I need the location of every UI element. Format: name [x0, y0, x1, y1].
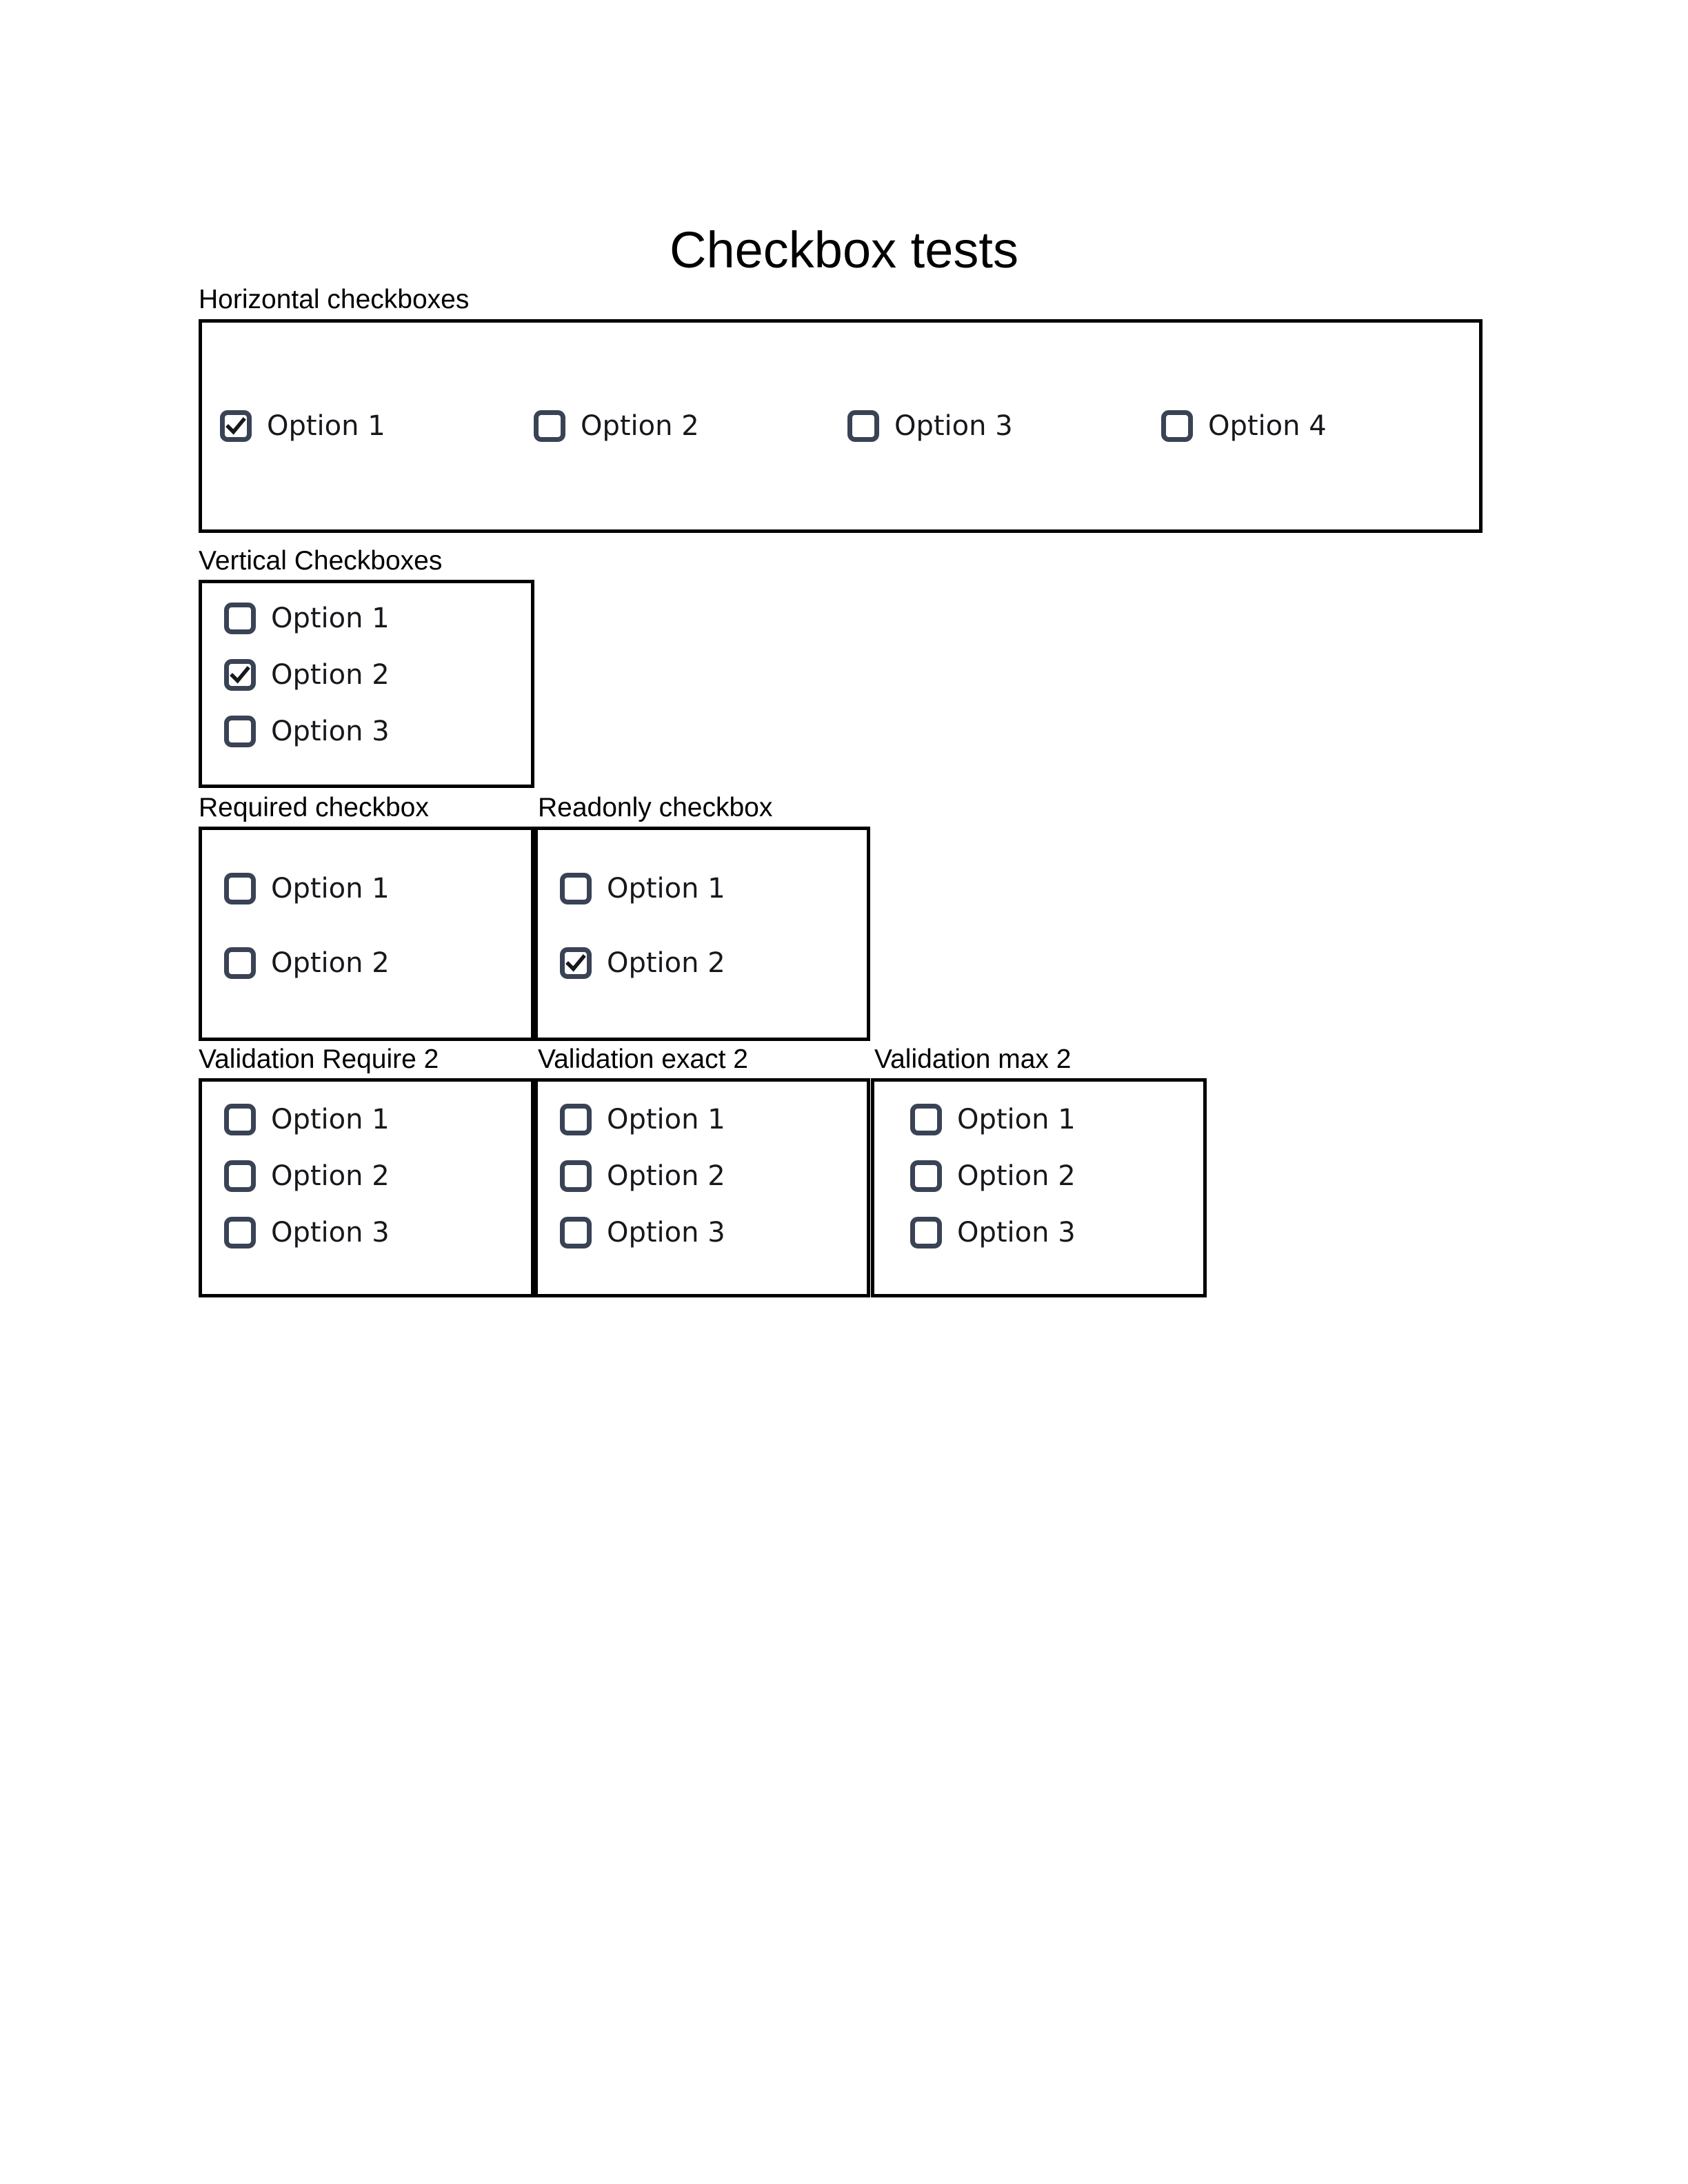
group-label-vertical-checkboxes: Vertical Checkboxes	[199, 546, 443, 576]
checkbox-item-vertical-option-3[interactable]: Option 3	[224, 716, 531, 747]
checkbox-item-required-option-1[interactable]: Option 1	[224, 873, 531, 904]
checkbox-item-validation-exact-2-option-3[interactable]: Option 3	[560, 1217, 867, 1248]
checkbox-item-validation-max-2-option-1[interactable]: Option 1	[910, 1104, 1203, 1135]
checkbox-validation-exact-2-option-2[interactable]	[560, 1160, 592, 1192]
group-box-validation-exact-2: Option 1 Option 2 Option 3	[534, 1078, 870, 1297]
checkbox-label-required-option-2: Option 2	[271, 947, 390, 979]
checkbox-item-validation-require-2-option-1[interactable]: Option 1	[224, 1104, 531, 1135]
checkbox-label-validation-max-2-option-2: Option 2	[957, 1160, 1076, 1192]
checkbox-label-vertical-option-3: Option 3	[271, 716, 390, 747]
group-box-horizontal-checkboxes: Option 1 Option 2 Option 3 Option 4	[199, 319, 1483, 533]
checkmark-icon	[230, 666, 250, 684]
checkbox-item-validation-max-2-option-2[interactable]: Option 2	[910, 1160, 1203, 1192]
checkbox-horizontal-option-1[interactable]	[220, 410, 252, 442]
checkbox-validation-max-2-option-1[interactable]	[910, 1104, 942, 1135]
checkbox-vertical-option-3[interactable]	[224, 716, 256, 747]
group-label-validation-exact-2: Validation exact 2	[538, 1044, 748, 1074]
group-box-readonly-checkbox: Option 1 Option 2	[534, 827, 870, 1041]
checkbox-readonly-option-2[interactable]	[560, 947, 592, 979]
checkbox-item-readonly-option-1[interactable]: Option 1	[560, 873, 867, 904]
checkbox-label-validation-max-2-option-1: Option 1	[957, 1104, 1076, 1135]
checkbox-horizontal-option-2[interactable]	[534, 410, 565, 442]
checkbox-item-validation-max-2-option-3[interactable]: Option 3	[910, 1217, 1203, 1248]
checkbox-item-validation-exact-2-option-2[interactable]: Option 2	[560, 1160, 867, 1192]
checkbox-item-readonly-option-2[interactable]: Option 2	[560, 947, 867, 979]
checkbox-validation-require-2-option-2[interactable]	[224, 1160, 256, 1192]
group-box-vertical-checkboxes: Option 1 Option 2 Option 3	[199, 580, 534, 788]
checkbox-label-validation-require-2-option-1: Option 1	[271, 1104, 390, 1135]
checkbox-label-horizontal-option-1: Option 1	[267, 410, 385, 442]
group-box-required-checkbox: Option 1 Option 2	[199, 827, 534, 1041]
checkbox-label-vertical-option-2: Option 2	[271, 659, 390, 691]
checkbox-item-horizontal-option-3[interactable]: Option 3	[847, 410, 1161, 442]
checkbox-readonly-option-1[interactable]	[560, 873, 592, 904]
checkbox-item-validation-require-2-option-2[interactable]: Option 2	[224, 1160, 531, 1192]
group-label-horizontal-checkboxes: Horizontal checkboxes	[199, 285, 470, 314]
checkbox-vertical-option-2[interactable]	[224, 659, 256, 691]
checkbox-label-validation-require-2-option-3: Option 3	[271, 1217, 390, 1248]
checkbox-item-vertical-option-2[interactable]: Option 2	[224, 659, 531, 691]
checkbox-label-vertical-option-1: Option 1	[271, 603, 390, 634]
checkbox-item-validation-exact-2-option-1[interactable]: Option 1	[560, 1104, 867, 1135]
checkbox-validation-require-2-option-3[interactable]	[224, 1217, 256, 1248]
checkbox-validation-max-2-option-2[interactable]	[910, 1160, 942, 1192]
checkbox-item-horizontal-option-4[interactable]: Option 4	[1161, 410, 1475, 442]
checkbox-item-vertical-option-1[interactable]: Option 1	[224, 603, 531, 634]
checkbox-label-readonly-option-1: Option 1	[607, 873, 725, 904]
checkbox-label-horizontal-option-2: Option 2	[581, 410, 699, 442]
checkbox-horizontal-option-4[interactable]	[1161, 410, 1193, 442]
checkbox-item-horizontal-option-1[interactable]: Option 1	[220, 410, 534, 442]
checkbox-label-validation-require-2-option-2: Option 2	[271, 1160, 390, 1192]
page-title: Checkbox tests	[670, 221, 1018, 279]
checkbox-label-validation-max-2-option-3: Option 3	[957, 1217, 1076, 1248]
checkbox-required-option-2[interactable]	[224, 947, 256, 979]
group-label-readonly-checkbox: Readonly checkbox	[538, 793, 773, 822]
checkbox-validation-max-2-option-3[interactable]	[910, 1217, 942, 1248]
checkbox-item-required-option-2[interactable]: Option 2	[224, 947, 531, 979]
checkbox-horizontal-option-3[interactable]	[847, 410, 879, 442]
checkbox-validation-exact-2-option-1[interactable]	[560, 1104, 592, 1135]
checkbox-validation-require-2-option-1[interactable]	[224, 1104, 256, 1135]
checkmark-icon	[565, 954, 586, 972]
checkbox-label-validation-exact-2-option-1: Option 1	[607, 1104, 725, 1135]
checkbox-label-validation-exact-2-option-2: Option 2	[607, 1160, 725, 1192]
checkbox-label-validation-exact-2-option-3: Option 3	[607, 1217, 725, 1248]
group-box-validation-require-2: Option 1 Option 2 Option 3	[199, 1078, 534, 1297]
checkbox-label-required-option-1: Option 1	[271, 873, 390, 904]
checkbox-required-option-1[interactable]	[224, 873, 256, 904]
checkbox-item-validation-require-2-option-3[interactable]: Option 3	[224, 1217, 531, 1248]
checkbox-validation-exact-2-option-3[interactable]	[560, 1217, 592, 1248]
group-label-required-checkbox: Required checkbox	[199, 793, 429, 822]
group-label-validation-max-2: Validation max 2	[874, 1044, 1072, 1074]
group-box-validation-max-2: Option 1 Option 2 Option 3	[871, 1078, 1207, 1297]
checkbox-label-horizontal-option-3: Option 3	[894, 410, 1013, 442]
group-label-validation-require-2: Validation Require 2	[199, 1044, 439, 1074]
checkbox-item-horizontal-option-2[interactable]: Option 2	[534, 410, 847, 442]
checkbox-label-readonly-option-2: Option 2	[607, 947, 725, 979]
checkmark-icon	[225, 417, 246, 435]
checkbox-vertical-option-1[interactable]	[224, 603, 256, 634]
checkbox-row-horizontal: Option 1 Option 2 Option 3 Option 4	[202, 323, 1479, 529]
checkbox-label-horizontal-option-4: Option 4	[1208, 410, 1327, 442]
